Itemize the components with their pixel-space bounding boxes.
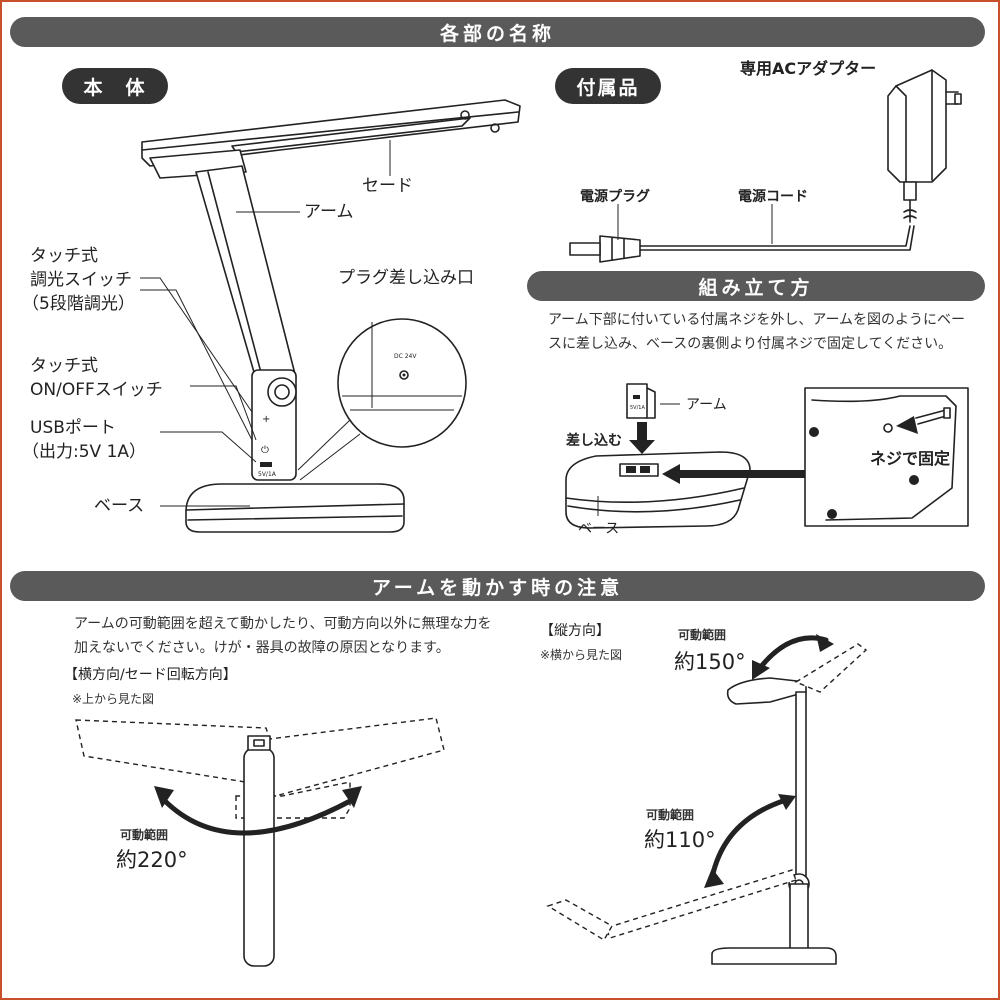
cord-label: 電源コード <box>738 186 808 208</box>
vertical-bottom-value: 約110° <box>644 824 716 854</box>
assembly-insert-label: 差し込む <box>566 430 622 452</box>
vertical-bottom-label: 可動範囲 <box>646 806 694 823</box>
shade-label: セード <box>362 174 413 198</box>
svg-text:⏻: ⏻ <box>261 445 269 456</box>
touch-onoff-label-1: タッチ式 <box>30 354 98 378</box>
svg-text:5V/1A: 5V/1A <box>630 405 645 411</box>
side-view-drawing <box>548 634 866 964</box>
vertical-heading: 【縦方向】 <box>540 620 610 642</box>
svg-text:DC 24V: DC 24V <box>394 353 417 360</box>
usb-label-2: （出力:5V 1A） <box>22 440 146 464</box>
touch-dim-label-1: タッチ式 <box>30 244 98 268</box>
plug-inlet-label: プラグ差し込み口 <box>338 266 474 290</box>
horizontal-range-value: 約220° <box>116 844 188 874</box>
adapter-label: 専用ACアダプター <box>740 58 876 80</box>
touch-onoff-label-2: ON/OFFスイッチ <box>30 378 163 402</box>
horizontal-range-label: 可動範囲 <box>120 826 168 843</box>
vertical-note: ※横から見た図 <box>540 646 622 663</box>
caution-warning: アームの可動範囲を超えて動かしたり、可動方向以外に無理な力を加えないでください。… <box>74 612 500 660</box>
svg-text:+: + <box>262 414 270 425</box>
ac-adapter-drawing <box>570 70 961 262</box>
plug-label: 電源プラグ <box>580 186 650 208</box>
base-label: ベース <box>94 494 144 518</box>
assembly-arm-label: アーム <box>686 394 727 416</box>
lamp-main-drawing: + ⏻ 5V/1A DC 24V <box>140 100 520 532</box>
usb-label-1: USBポート <box>30 416 116 440</box>
touch-dim-label-3: （5段階調光） <box>22 292 135 316</box>
touch-dim-label-2: 調光スイッチ <box>30 268 132 292</box>
assembly-base-label: ベース <box>578 518 619 540</box>
horizontal-heading: 【横方向/セード回転方向】 <box>64 664 237 686</box>
svg-text:5V/1A: 5V/1A <box>258 471 277 478</box>
horizontal-note: ※上から見た図 <box>72 690 154 707</box>
vertical-top-label: 可動範囲 <box>678 626 726 643</box>
arm-label: アーム <box>304 200 353 224</box>
assembly-instruction: アーム下部に付いている付属ネジを外し、アームを図のようにベースに差し込み、ベース… <box>548 308 972 356</box>
vertical-top-value: 約150° <box>674 646 746 676</box>
screw-fix-label: ネジで固定 <box>870 448 950 470</box>
